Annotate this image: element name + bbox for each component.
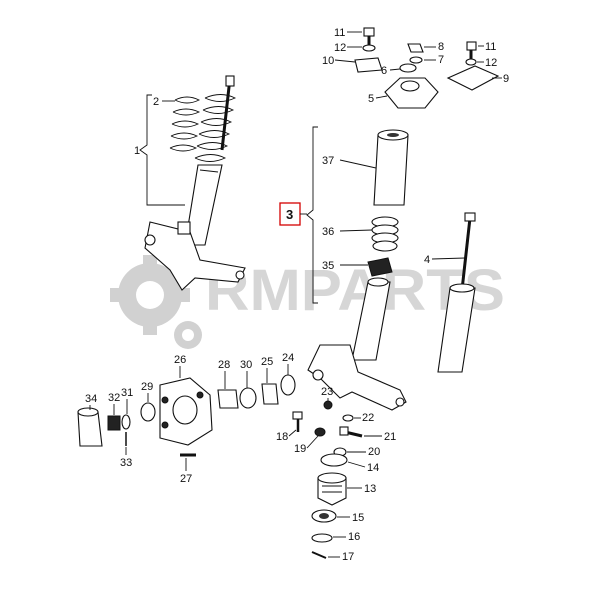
callout-1: 1 [134, 145, 140, 157]
callout-4: 4 [424, 254, 430, 266]
upper-mount-hardware [354, 27, 500, 109]
callout-12-right: 12 [485, 57, 497, 69]
callout-9: 9 [503, 73, 509, 85]
callout-14: 14 [367, 462, 379, 474]
shock-absorber [437, 212, 476, 373]
callout-11-right: 11 [485, 41, 496, 53]
callout-21: 21 [384, 431, 396, 443]
callout-29: 29 [141, 381, 153, 393]
ball-joint-assembly [292, 400, 363, 559]
callout-8: 8 [438, 41, 444, 53]
hub-assembly [77, 374, 296, 457]
callout-7: 7 [438, 54, 444, 66]
callout-26: 26 [174, 354, 186, 366]
callout-37: 37 [322, 155, 334, 167]
callout-11: 11 [334, 27, 345, 39]
callout-18: 18 [276, 431, 288, 443]
callout-34: 34 [85, 393, 97, 405]
insert-kit [307, 129, 409, 411]
callout-22: 22 [362, 412, 374, 424]
callout-17: 17 [342, 551, 354, 563]
callout-28: 28 [218, 359, 230, 371]
callout-10: 10 [322, 55, 334, 67]
callout-25: 25 [261, 356, 273, 368]
callout-31: 31 [121, 387, 133, 399]
callout-6: 6 [381, 65, 387, 77]
spring-coil-left [169, 96, 201, 152]
callout-16: 16 [348, 531, 360, 543]
callout-19: 19 [294, 443, 306, 455]
callout-23: 23 [321, 386, 333, 398]
callout-13: 13 [364, 483, 376, 495]
callout-5: 5 [368, 93, 374, 105]
callout-33: 33 [120, 457, 132, 469]
callout-3-highlighted: 3 [286, 207, 293, 222]
callout-15: 15 [352, 512, 364, 524]
strut-assembly-left [144, 75, 246, 291]
callout-30: 30 [240, 359, 252, 371]
callout-24: 24 [282, 352, 294, 364]
callout-27: 27 [180, 473, 192, 485]
callout-32: 32 [108, 392, 120, 404]
callout-35: 35 [322, 260, 334, 272]
callout-36: 36 [322, 226, 334, 238]
callout-2: 2 [153, 96, 159, 108]
callout-20: 20 [368, 446, 380, 458]
callout-12-left: 12 [334, 42, 346, 54]
